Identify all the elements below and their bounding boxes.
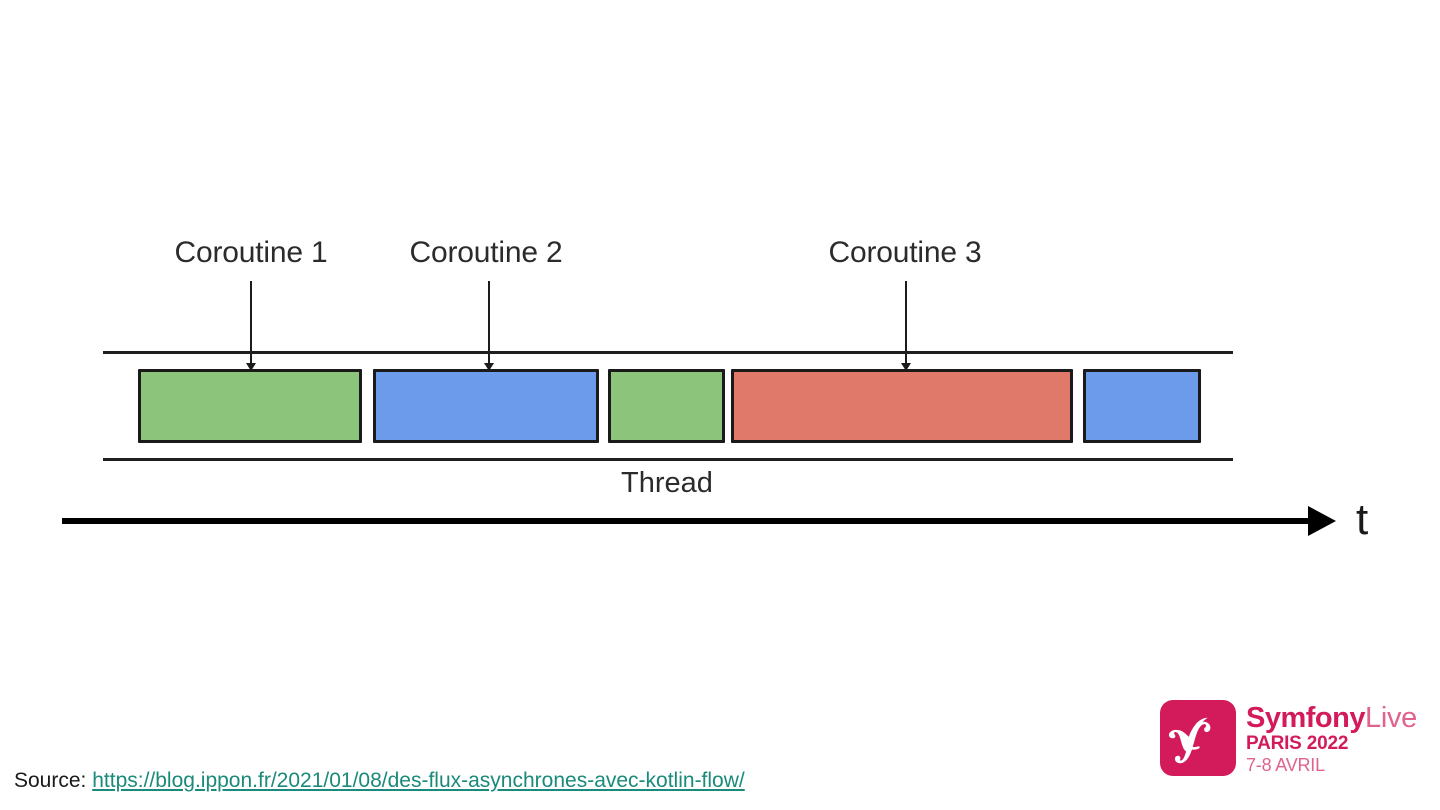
- time-axis-arrow-icon: [1308, 506, 1336, 536]
- symfony-live-suffix-text: Live: [1364, 702, 1417, 734]
- block-blue-2: [1083, 369, 1201, 443]
- coroutine-1-leader-line: [250, 281, 252, 367]
- thread-rail-bottom: [103, 458, 1233, 461]
- coroutine-3-leader-arrow-icon: [901, 363, 911, 371]
- block-green-1: [138, 369, 362, 443]
- time-axis-line: [62, 518, 1312, 524]
- coroutine-2-leader-arrow-icon: [484, 363, 494, 371]
- coroutine-3-label: Coroutine 3: [828, 236, 982, 269]
- symfony-brand-text: Symfony: [1246, 702, 1365, 734]
- block-red-1: [731, 369, 1073, 443]
- block-green-2: [608, 369, 725, 443]
- coroutine-1-label: Coroutine 1: [174, 236, 328, 269]
- coroutine-1-leader-arrow-icon: [246, 363, 256, 371]
- coroutine-2-leader-line: [488, 281, 490, 367]
- time-axis-label: t: [1356, 495, 1369, 544]
- symfony-dates-text: 7-8 AVRIL: [1246, 755, 1325, 776]
- symfony-live-title: SymfonyLive: [1246, 703, 1417, 733]
- thread-rail-top: [103, 351, 1233, 354]
- thread-caption: Thread: [621, 467, 713, 499]
- coroutine-2-label: Coroutine 2: [409, 236, 563, 269]
- coroutine-3-leader-line: [905, 281, 907, 367]
- symfony-wordmark: SymfonyLive PARIS 2022 7-8 AVRIL: [1246, 700, 1417, 776]
- source-footer: Source: https://blog.ippon.fr/2021/01/08…: [14, 768, 745, 793]
- source-link[interactable]: https://blog.ippon.fr/2021/01/08/des-flu…: [92, 769, 745, 792]
- symfony-city-text: PARIS 2022: [1246, 733, 1349, 755]
- source-prefix-label: Source:: [14, 769, 87, 792]
- block-blue-1: [373, 369, 599, 443]
- symfony-sf-monogram-icon: [1160, 700, 1236, 776]
- symfony-live-logo: SymfonyLive PARIS 2022 7-8 AVRIL: [1160, 700, 1417, 776]
